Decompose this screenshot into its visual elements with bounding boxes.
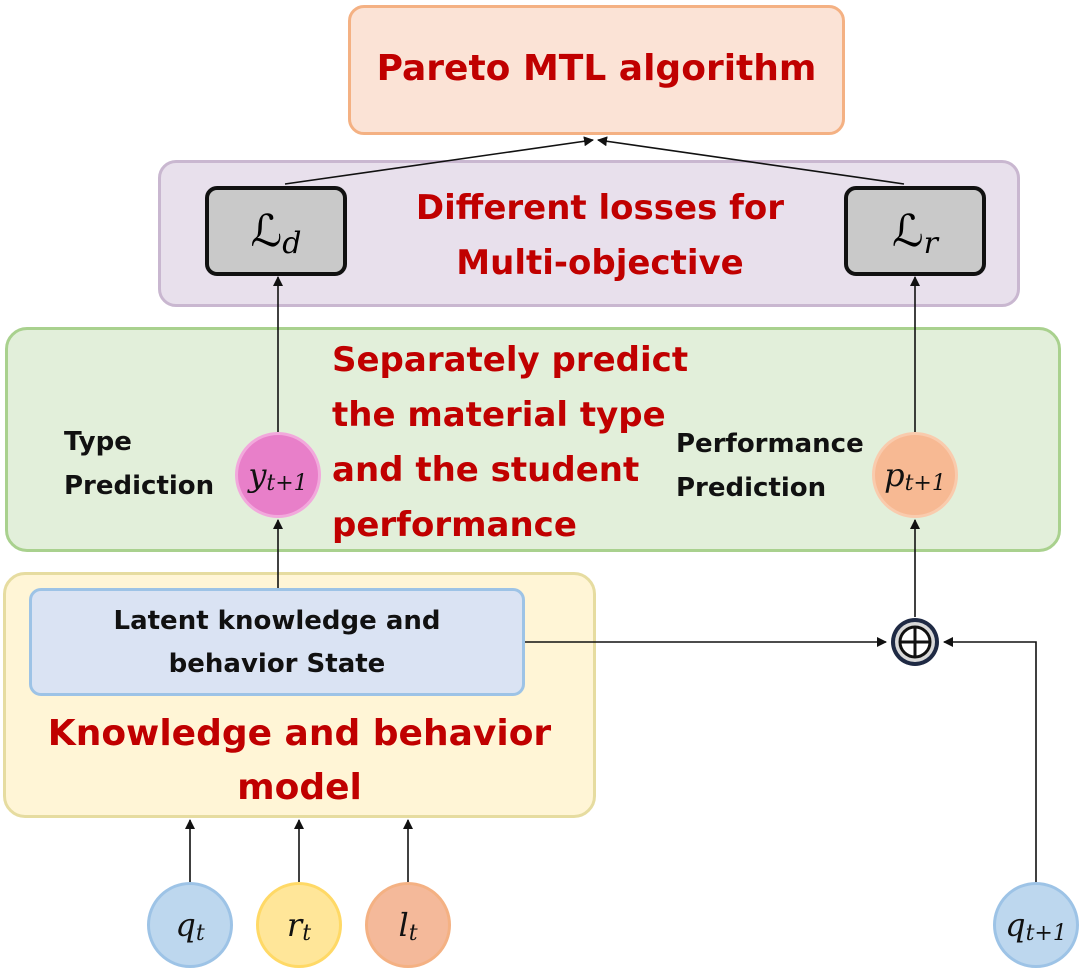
losses-title-line1: Different losses for: [415, 188, 785, 228]
prediction-title-line3: and the student: [332, 450, 640, 490]
type-prediction-label-line1: Type: [64, 427, 132, 457]
prediction-title-line2: the material type: [332, 395, 666, 435]
input-l-t-symbol: l: [398, 906, 409, 944]
prediction-title-line4: performance: [332, 505, 577, 545]
arrow-loss-d-to-pareto: [284, 136, 594, 185]
knowledge-model-title-line1: Knowledge and behavior: [47, 713, 552, 754]
input-q-t1-symbol: q: [1005, 906, 1026, 944]
latent-state-box: [29, 588, 525, 696]
input-r-t-subscript: t: [302, 920, 312, 946]
input-l-t-subscript: t: [408, 920, 418, 946]
loss-d-symbol: ℒ: [250, 205, 283, 257]
latent-state-line2: behavior State: [168, 649, 386, 679]
loss-d-subscript: d: [282, 225, 302, 261]
type-node-subscript: t+1: [266, 470, 308, 496]
loss-r-symbol: ℒ: [891, 205, 924, 257]
pareto-mtl-title: Pareto MTL algorithm: [376, 48, 817, 89]
knowledge-model-title-line2: model: [237, 767, 362, 808]
performance-prediction-label-line1: Performance: [676, 429, 864, 459]
input-q-t-symbol: q: [175, 906, 196, 944]
losses-title-line2: Multi-objective: [456, 243, 744, 283]
perf-node-subscript: t+1: [904, 470, 946, 496]
type-node-symbol: y: [248, 456, 267, 494]
arrow-loss-r-to-pareto: [597, 136, 905, 185]
pareto-mtl-box: [348, 5, 845, 135]
performance-prediction-label-line2: Prediction: [676, 473, 827, 503]
prediction-title-line1: Separately predict: [332, 340, 689, 380]
input-q-t1-subscript: t+1: [1025, 920, 1067, 946]
input-q-t-subscript: t: [195, 920, 205, 946]
arrow-qt1-to-concat: [943, 637, 1037, 882]
latent-state-line1: Latent knowledge and: [113, 606, 441, 636]
concat-operator: [891, 618, 939, 666]
prediction-panel: [5, 327, 1061, 552]
perf-node-symbol: p: [884, 456, 905, 494]
input-r-t-symbol: r: [286, 906, 303, 944]
type-prediction-label-line2: Prediction: [64, 471, 215, 501]
loss-r-subscript: r: [923, 225, 939, 261]
